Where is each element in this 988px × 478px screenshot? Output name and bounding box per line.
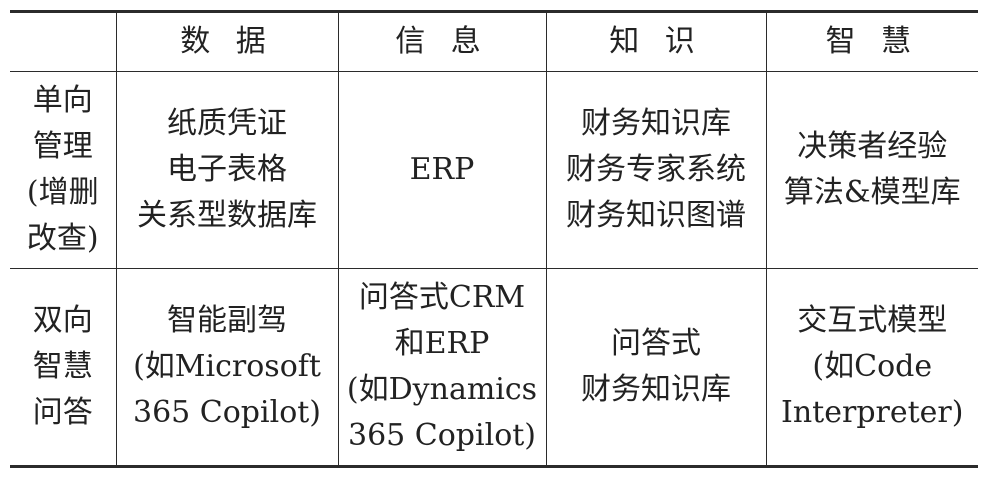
cell-line: 算法&模型库	[783, 175, 961, 210]
corner-cell	[10, 10, 116, 72]
cell-line: 和ERP	[394, 326, 490, 361]
table-header-row: 数 据 信 息 知 识 智 慧	[10, 10, 978, 72]
cell-line: 交互式模型	[797, 303, 948, 338]
cell-knowledge-two-way: 问答式 财务知识库	[545, 268, 766, 468]
row-header-line: 单向	[32, 83, 93, 118]
cell-line: 电子表格	[167, 152, 287, 187]
cell-line: 365 Copilot)	[132, 395, 322, 430]
row-header-line: (增删	[26, 175, 99, 210]
cell-wisdom-two-way: 交互式模型 (如Code Interpreter)	[765, 268, 978, 468]
cell-line: (如Dynamics	[346, 372, 538, 407]
row-header-line: 改查)	[26, 221, 99, 256]
cell-information-two-way: 问答式CRM 和ERP (如Dynamics 365 Copilot)	[337, 268, 546, 468]
row-header-line: 双向	[32, 303, 93, 338]
cell-line: 决策者经验	[797, 129, 948, 164]
cell-knowledge-one-way: 财务知识库 财务专家系统 财务知识图谱	[545, 71, 766, 269]
row-header-two-way-qa: 双向 智慧 问答	[10, 268, 116, 468]
table-row-two-way-qa: 双向 智慧 问答 智能副驾 (如Microsoft 365 Copilot) 问…	[10, 268, 978, 468]
cell-line: 智能副驾	[167, 303, 287, 338]
cell-line: 365 Copilot)	[347, 418, 537, 453]
row-header-line: 问答	[32, 395, 93, 430]
cell-information-one-way: ERP	[337, 71, 546, 269]
cell-line: (如Code	[812, 349, 933, 384]
cell-line: 问答式CRM	[358, 280, 526, 315]
cell-wisdom-one-way: 决策者经验 算法&模型库	[765, 71, 978, 269]
cell-line: 问答式	[611, 326, 701, 361]
cell-line: ERP	[409, 152, 475, 187]
cell-line: 财务知识库	[581, 372, 731, 407]
cell-line: Interpreter)	[781, 395, 964, 430]
column-header-knowledge: 知 识	[545, 10, 766, 72]
column-header-data: 数 据	[115, 10, 338, 72]
row-header-one-way-management: 单向 管理 (增删 改查)	[10, 71, 116, 269]
cell-line: 财务专家系统	[566, 152, 746, 187]
table-row-one-way-management: 单向 管理 (增删 改查) 纸质凭证 电子表格 关系型数据库 ERP 财务知识库…	[10, 71, 978, 269]
cell-line: (如Microsoft	[133, 349, 321, 384]
cell-data-one-way: 纸质凭证 电子表格 关系型数据库	[115, 71, 338, 269]
column-header-wisdom: 智 慧	[765, 10, 978, 72]
comparison-table: 数 据 信 息 知 识 智 慧 单向 管理 (增删 改查) 纸质凭证 电子表格 …	[10, 10, 978, 468]
row-header-line: 智慧	[32, 349, 93, 384]
cell-line: 财务知识库	[581, 106, 731, 141]
cell-line: 财务知识图谱	[566, 198, 746, 233]
cell-line: 关系型数据库	[137, 198, 317, 233]
column-header-information: 信 息	[337, 10, 546, 72]
cell-line: 纸质凭证	[167, 106, 287, 141]
cell-data-two-way: 智能副驾 (如Microsoft 365 Copilot)	[115, 268, 338, 468]
row-header-line: 管理	[32, 129, 93, 164]
